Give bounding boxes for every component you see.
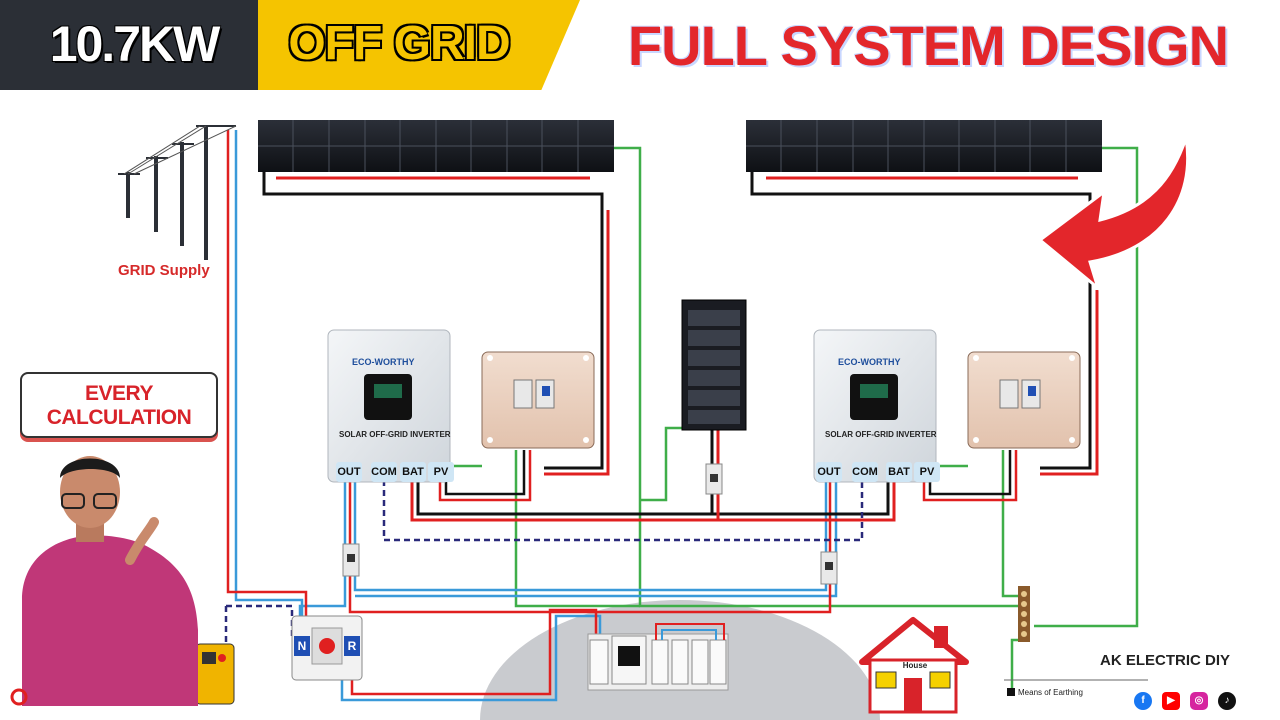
pv-input-wiring	[438, 450, 1018, 502]
facebook-icon[interactable]: f	[1134, 692, 1152, 710]
solar-array-left	[258, 120, 614, 172]
house-icon	[859, 617, 969, 714]
instagram-icon[interactable]: ◎	[1190, 692, 1208, 710]
ats-label-n: N	[294, 636, 310, 656]
breaker-inverter-2	[820, 551, 838, 585]
calculation-badge-line2: CALCULATION	[46, 406, 192, 429]
earthing-label: Means of Earthing	[1018, 688, 1083, 697]
pv-string-wiring	[262, 172, 1099, 476]
ats-label-r: R	[344, 636, 360, 656]
calculation-badge: EVERY CALCULATION	[20, 372, 218, 438]
header-dark-band	[0, 0, 258, 90]
earth-rod-icon	[1007, 688, 1015, 696]
ats-switch	[291, 615, 363, 681]
pointer-arrow-icon	[1037, 137, 1190, 293]
inverter-1-port-out: OUT	[336, 462, 362, 482]
inverter-2-port-out: OUT	[816, 462, 842, 482]
youtube-icon[interactable]: ▶	[1162, 692, 1180, 710]
grid-pylons-icon	[118, 125, 236, 260]
inverter-1-brand: ECO-WORTHY	[352, 357, 415, 367]
system-power-title: 10.7KW	[49, 16, 221, 72]
calculation-badge-line1: EVERY	[85, 382, 153, 405]
inverter-2-model: SOLAR OFF-GRID INVERTER	[825, 430, 937, 439]
solar-array-right	[746, 120, 1102, 172]
breaker-battery	[705, 463, 723, 495]
inverter-1-port-com: COM	[371, 462, 397, 482]
earth-bar	[1004, 586, 1148, 696]
inverter-1-port-pv: PV	[428, 462, 454, 482]
inverter-2-port-bat: BAT	[886, 462, 912, 482]
ac-wiring	[234, 130, 838, 702]
distribution-board	[587, 623, 729, 691]
channel-brand: AK ELECTRIC DIY	[1100, 652, 1231, 669]
inverter-2-brand: ECO-WORTHY	[838, 357, 901, 367]
battery-rack	[681, 299, 747, 431]
inverter-1-model: SOLAR OFF-GRID INVERTER	[339, 430, 451, 439]
breaker-inverter-1	[342, 543, 360, 577]
house-label: House	[902, 661, 928, 670]
presenter-photo	[22, 456, 198, 706]
tiktok-icon[interactable]: ♪	[1218, 692, 1236, 710]
pv-combiner-box-1	[481, 351, 595, 449]
header-yellow-band	[258, 0, 580, 90]
earth-wiring	[514, 146, 1139, 692]
inverter-2-port-pv: PV	[914, 462, 940, 482]
pv-combiner-box-2	[967, 351, 1081, 449]
inverter-2	[813, 329, 937, 483]
inverter-2-port-com: COM	[852, 462, 878, 482]
record-icon	[10, 688, 28, 706]
generator-icon	[195, 643, 235, 705]
inverter-1	[327, 329, 451, 483]
inverter-1-port-bat: BAT	[400, 462, 426, 482]
system-type-title: OFF GRID	[288, 17, 510, 70]
grid-supply-label: GRID Supply	[118, 262, 210, 279]
page-title: FULL SYSTEM DESIGN	[627, 14, 1229, 77]
